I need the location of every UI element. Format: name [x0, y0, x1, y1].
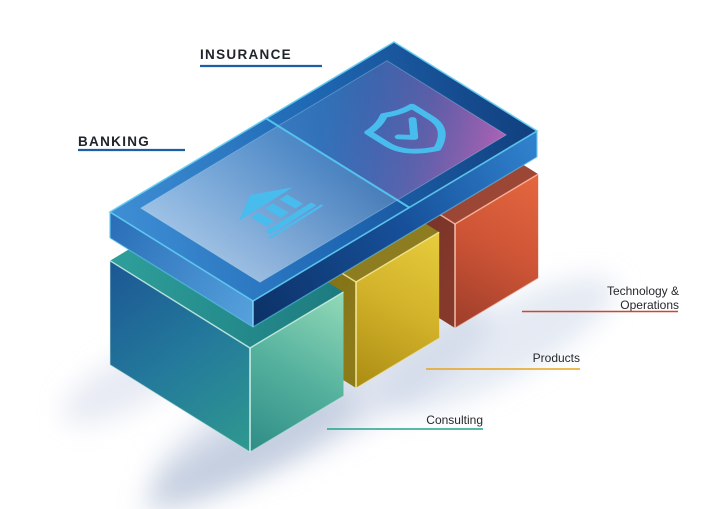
technology-cube-front-face: [455, 174, 539, 328]
products-label: Products: [533, 351, 580, 365]
bank-icon-column: [265, 203, 289, 218]
panel-outline: [139, 60, 508, 283]
bank-icon-base-step: [268, 204, 324, 239]
consulting-cube-bottom-edge: [109, 364, 344, 453]
shield-checkmark: [394, 117, 419, 140]
consulting-label: Consulting: [426, 413, 483, 427]
slab-bottom-edge-highlight: [109, 156, 538, 328]
segment-labels: Technology & Operations Products Consult…: [327, 284, 679, 430]
slab-front-face: [253, 131, 537, 327]
panel-divider-line: [265, 117, 410, 209]
technology-label-line1: Technology &: [607, 284, 679, 298]
shield-check-icon: [364, 103, 446, 154]
consulting-cube-left-face: [110, 260, 250, 452]
products-cube-front-face: [356, 232, 440, 388]
bank-icon-column: [279, 194, 303, 209]
technology-label-line2: Operations: [620, 298, 679, 312]
platform-slab: [108, 41, 539, 328]
shield-outline: [364, 103, 446, 154]
bank-icon-column: [250, 212, 275, 227]
shadow-blob-right: [383, 276, 617, 414]
products-cube-bottom-edge: [355, 337, 440, 389]
technology-cube-bottom-edge: [454, 277, 539, 329]
consulting-cube-front-face: [250, 292, 344, 452]
insurance-panel: [278, 60, 507, 201]
banking-panel: [140, 125, 398, 283]
bank-icon-base: [265, 202, 317, 235]
banking-label: BANKING: [78, 134, 150, 149]
platform-labels: INSURANCE BANKING: [78, 47, 322, 152]
insurance-label: INSURANCE: [200, 47, 292, 62]
slab-left-face: [110, 212, 253, 327]
